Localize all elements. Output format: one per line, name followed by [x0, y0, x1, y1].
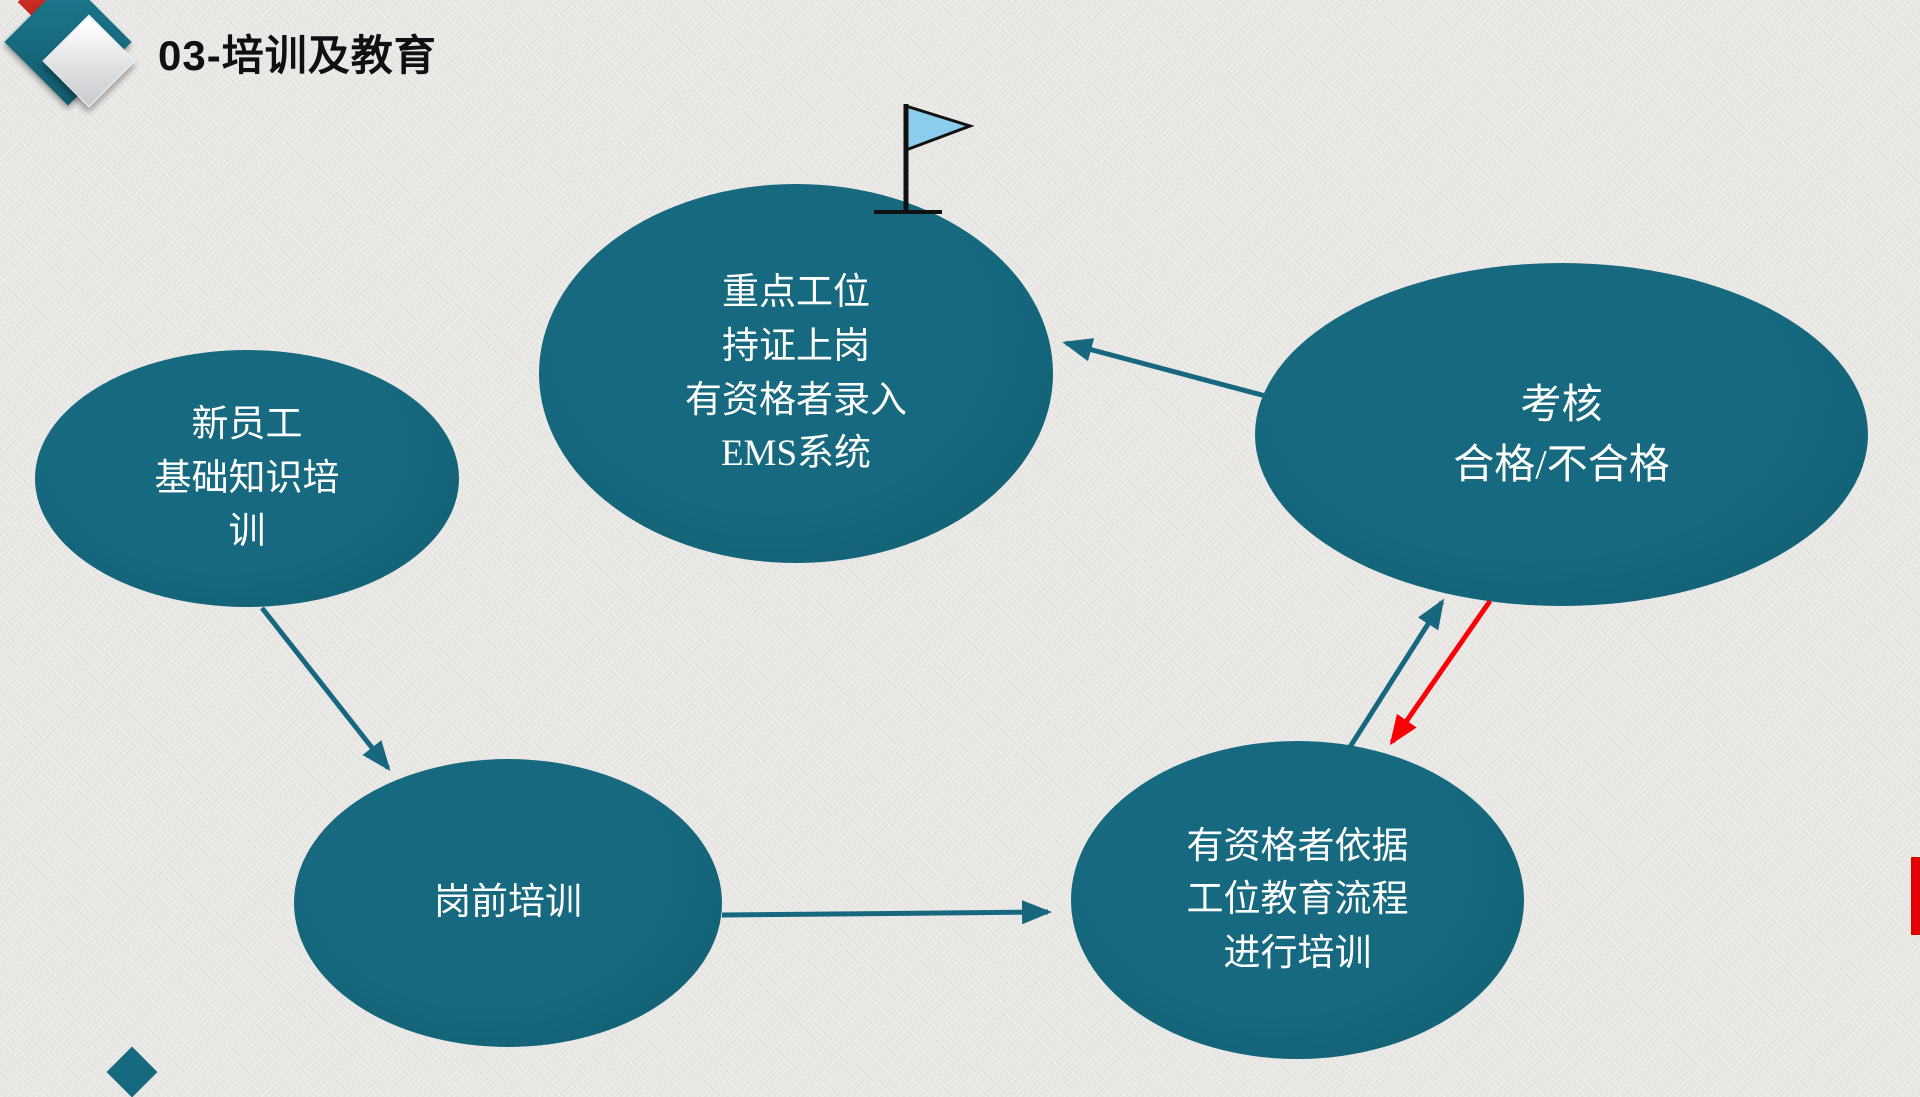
- slide-header: 03-培训及教育: [0, 0, 1920, 130]
- arrow-newemployee-to-prejob: [260, 606, 391, 772]
- page-title: 03-培训及教育: [158, 32, 437, 79]
- node-pre-job-training: 岗前培训: [294, 759, 722, 1047]
- node-label: 岗前培训: [434, 882, 582, 924]
- arrow-qualified-to-assessment: [1347, 598, 1445, 749]
- node-label: 新员工 基础知识培 训: [154, 404, 340, 553]
- arrow-assessment-fail-to-qualified: [1389, 599, 1493, 746]
- teal-corner-decoration: [106, 1046, 158, 1097]
- node-label: 有资格者依据 工位教育流程 进行培训: [1186, 825, 1409, 974]
- arrow-prejob-to-qualified: [721, 900, 1052, 925]
- red-edge-decoration: [1911, 857, 1920, 935]
- node-qualified-training-process: 有资格者依据 工位教育流程 进行培训: [1071, 741, 1524, 1059]
- node-assessment-pass-fail: 考核 合格/不合格: [1255, 263, 1868, 606]
- node-label: 考核 合格/不合格: [1453, 381, 1670, 487]
- node-new-employee-training: 新员工 基础知识培 训: [35, 350, 459, 607]
- node-label: 重点工位 持证上岗 有资格者录入 EMS系统: [685, 272, 907, 475]
- arrow-assessment-to-keystation: [1062, 338, 1274, 401]
- node-key-station-certification: 重点工位 持证上岗 有资格者录入 EMS系统: [539, 184, 1053, 563]
